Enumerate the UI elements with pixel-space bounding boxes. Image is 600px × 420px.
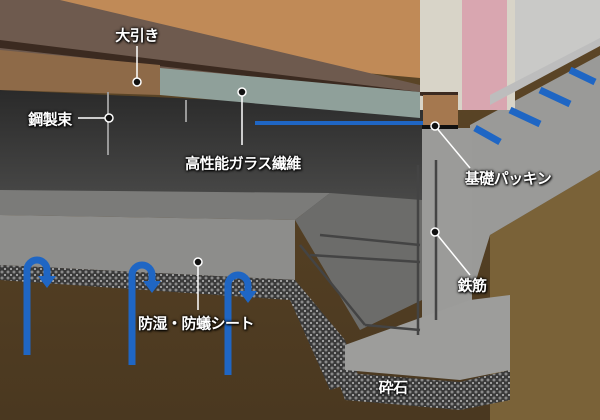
rebar [299,160,438,335]
foundation-packing [422,125,458,129]
gravel-layer [0,265,360,390]
siding-wall [515,0,600,85]
leader-lines [78,46,471,310]
slab-top [0,190,330,220]
sill-flashing [490,38,600,105]
exterior-foundation-face [470,55,600,300]
leader-dots [104,77,440,267]
floor-beam [0,50,160,95]
soil-right [490,170,600,420]
arrow-heads [38,276,257,303]
label-foundation-packing: 基礎パッキン [464,169,552,188]
slab-haunch [295,193,422,330]
label-glass-fiber: 高性能ガラス繊維 [185,154,301,173]
slab-face [0,215,295,280]
airflow-bar [255,121,423,125]
moisture-arrows [23,66,597,375]
footing [345,295,510,380]
label-steel-post: 鋼製束 [28,110,72,129]
subfloor [0,0,420,95]
glass-fiber-insulation [160,68,420,118]
label-crushed-stone: 砕石 [378,378,408,397]
label-rebar: 鉄筋 [457,276,487,295]
footing-gravel [335,370,510,410]
label-beam: 大引き [115,26,159,45]
sill-plate [423,95,458,125]
label-moisture-sheet: 防湿・防蟻シート [137,314,255,333]
